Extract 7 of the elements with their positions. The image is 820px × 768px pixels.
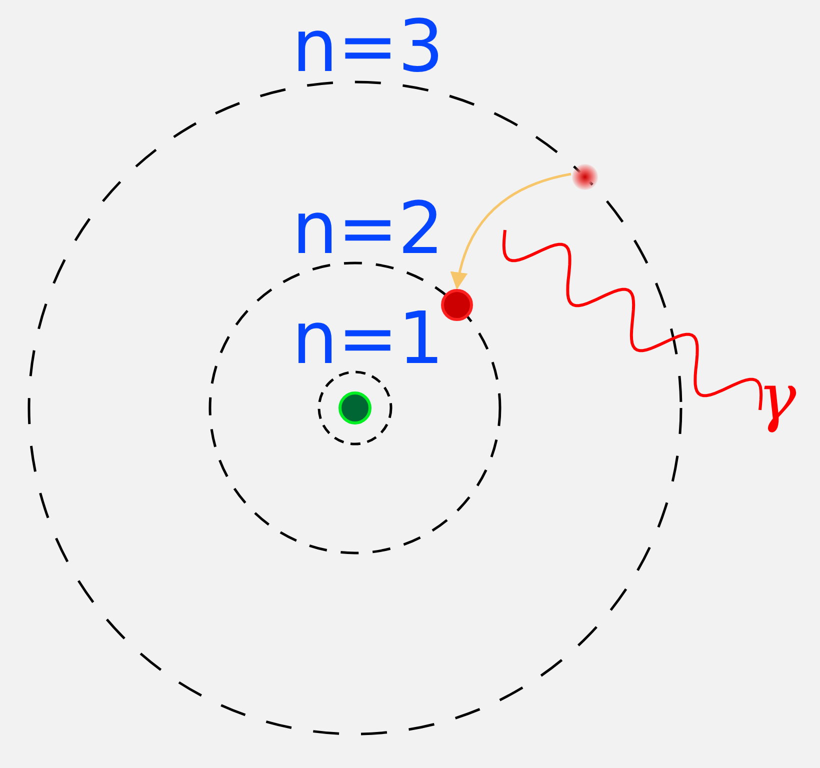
electron xyxy=(572,164,598,190)
gamma-symbol: γ xyxy=(758,366,796,430)
orbit-label: n=1 xyxy=(292,302,444,374)
orbit-label: n=3 xyxy=(292,10,444,82)
orbit-label: n=2 xyxy=(292,192,444,264)
electron xyxy=(441,289,473,321)
arrow xyxy=(451,172,572,290)
